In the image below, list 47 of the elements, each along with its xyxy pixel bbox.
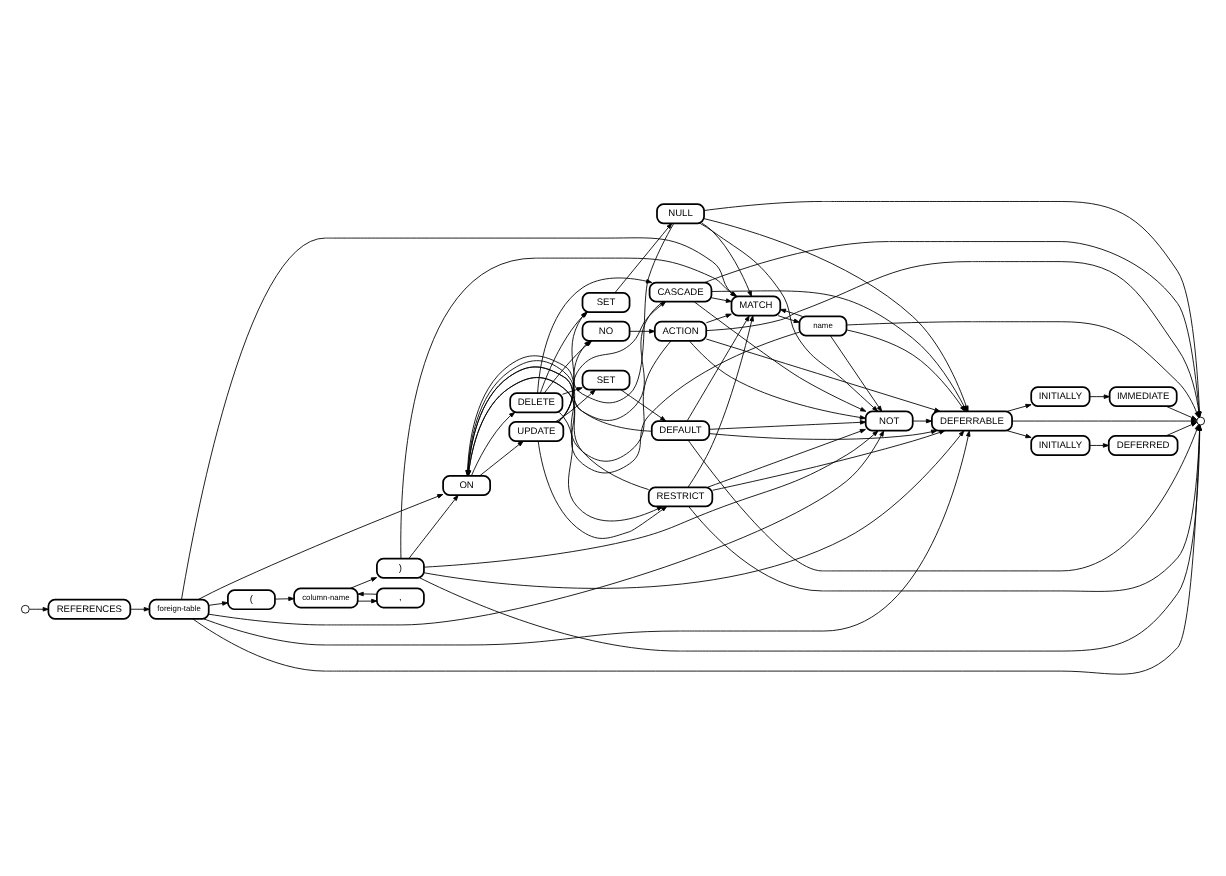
arrow (614, 222, 673, 294)
arrow (208, 430, 885, 626)
arrow (537, 440, 668, 539)
arrow (1006, 430, 1032, 439)
arrow (208, 601, 229, 606)
arrow (779, 308, 804, 317)
arrow (29, 607, 49, 612)
arrow (830, 335, 883, 412)
arrow (1165, 405, 1198, 421)
arrow (1089, 443, 1109, 448)
arrow (620, 389, 667, 422)
arrow (629, 329, 656, 334)
arrow (687, 315, 754, 488)
arrow (274, 596, 295, 602)
arrow (197, 493, 444, 601)
arrow (423, 430, 879, 568)
arrow (357, 598, 378, 604)
arrow (686, 315, 750, 422)
arrow (557, 301, 667, 423)
arrow (699, 222, 879, 412)
arrow (203, 430, 971, 646)
arrow (707, 428, 866, 488)
arrow (537, 277, 653, 394)
arrow (1006, 403, 1032, 412)
arrow (479, 440, 524, 477)
arrow (471, 411, 516, 477)
arrow (558, 412, 663, 522)
node-circle (1196, 416, 1206, 426)
arrow (777, 315, 800, 323)
arrow (711, 297, 732, 303)
arrow (708, 420, 867, 430)
arrow (350, 577, 378, 589)
arrow (129, 607, 150, 612)
arrow (712, 430, 946, 491)
arrow (705, 313, 732, 324)
arrow (408, 494, 459, 559)
arrow (689, 340, 866, 420)
arrow (912, 418, 933, 424)
arrow (708, 429, 938, 440)
arrow (705, 338, 941, 413)
arrow (1089, 394, 1110, 399)
arrow (562, 387, 583, 395)
arrow (555, 389, 596, 423)
arrow (423, 430, 965, 589)
arrow (693, 301, 867, 412)
arrow (357, 591, 378, 597)
node-circle (20, 604, 30, 614)
